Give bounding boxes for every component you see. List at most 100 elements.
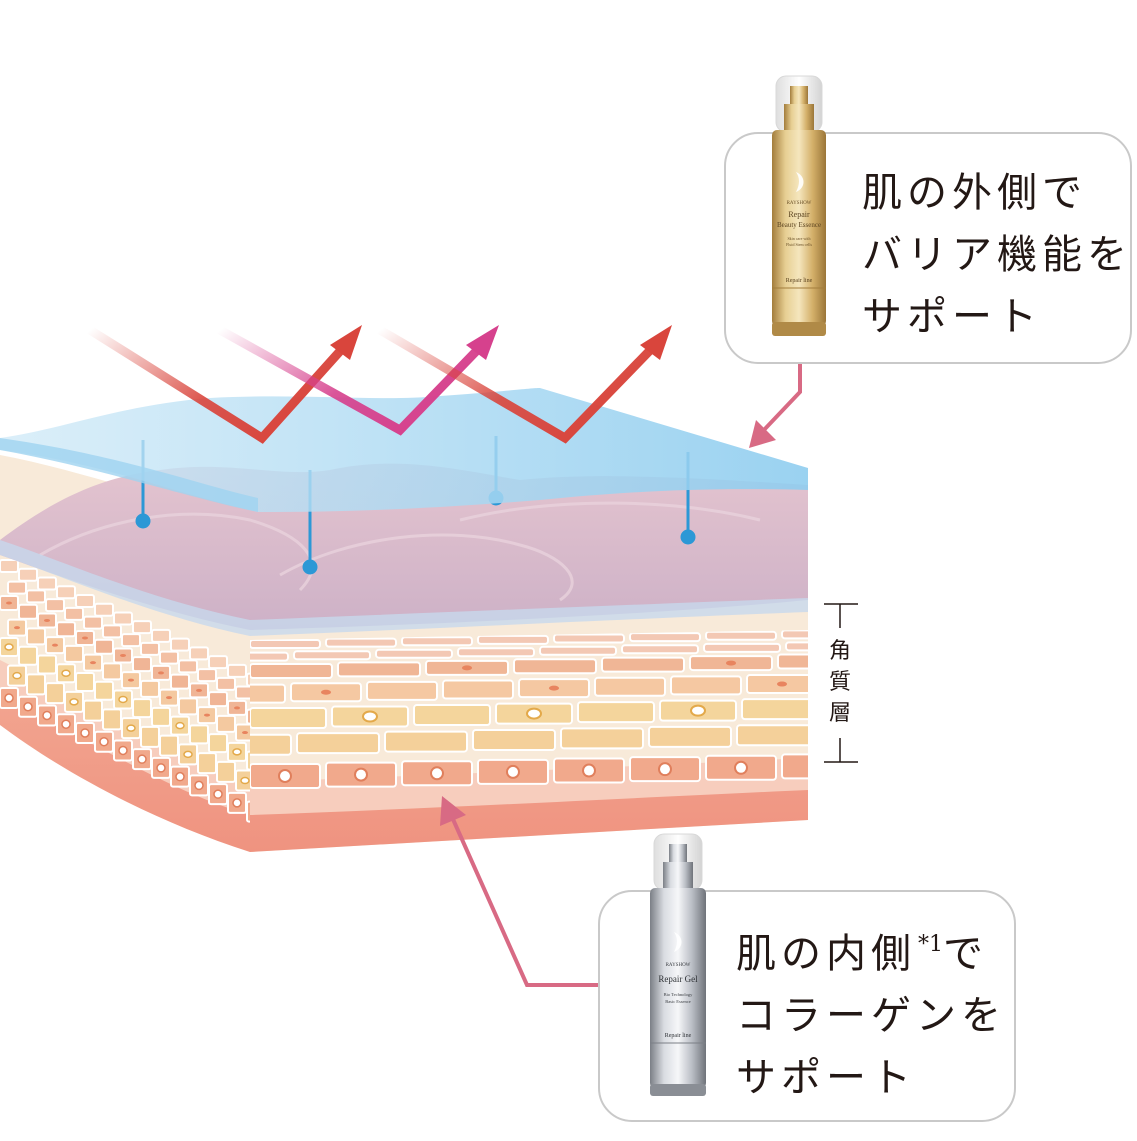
- silver-bottle-brand: RAYSHOW: [666, 963, 691, 968]
- dermis-layer: [0, 690, 808, 852]
- skin-cell: [94, 602, 114, 617]
- footnote-marker: *1: [918, 932, 943, 957]
- skin-cell: [337, 661, 421, 678]
- skin-cell: [621, 644, 699, 655]
- skin-cell: [736, 724, 808, 747]
- skin-cell: [442, 679, 514, 700]
- skin-cell: [102, 708, 122, 731]
- skin-cell: [170, 637, 190, 652]
- skin-cell: [472, 728, 556, 751]
- bottom-line-1-main: 肌の内側: [736, 931, 916, 977]
- skin-cell: [0, 559, 19, 573]
- gold-bottle-brand: RAYSHOW: [787, 201, 812, 206]
- top-callout-line-1: 肌の外側で: [862, 170, 1087, 216]
- skin-cell: [366, 680, 438, 701]
- stratum-corneum-label: 角 質 層: [825, 636, 855, 729]
- stratum-cells-front: [250, 630, 808, 789]
- skin-cell: [629, 632, 701, 643]
- skin-cell: [216, 760, 236, 783]
- skin-cell: [413, 704, 491, 727]
- skin-cell: [477, 634, 549, 645]
- skin-cell: [785, 641, 808, 652]
- skin-cell: [102, 624, 122, 639]
- skin-cell: [648, 725, 732, 748]
- skin-cell: [75, 593, 95, 608]
- skin-cell: [159, 650, 179, 665]
- skin-cell: [741, 698, 808, 721]
- skin-cell: [7, 580, 27, 595]
- skin-cell: [26, 673, 46, 696]
- skin-cell: [401, 636, 473, 647]
- gold-bottle-sub-2: Fluid Stem cells: [786, 242, 812, 247]
- skin-cell: [250, 651, 289, 662]
- gold-bottle-sub-1: Skin care with: [787, 236, 810, 241]
- skin-cell: [151, 706, 171, 727]
- surface-mounds: [0, 463, 808, 636]
- barrier-film: [0, 388, 808, 512]
- skin-cell: [296, 732, 380, 755]
- skin-cell: [246, 750, 250, 771]
- skin-cell: [246, 800, 250, 823]
- skin-cell: [384, 730, 468, 753]
- top-callout-text: 肌の外側で バリア機能を サポート: [862, 162, 1132, 348]
- skin-cell: [56, 621, 76, 638]
- bottom-callout-line-1: 肌の内側*1で: [736, 914, 1006, 985]
- skin-cell: [132, 620, 152, 635]
- skin-cell: [45, 598, 65, 613]
- skin-cell: [208, 691, 228, 708]
- skin-cell: [705, 630, 777, 641]
- silver-bottle-sub-2: Basic Essence: [665, 999, 691, 1004]
- skin-cell: [457, 647, 535, 658]
- skin-cell: [197, 668, 217, 683]
- skin-cell: [37, 576, 57, 591]
- skin-cell: [553, 633, 625, 644]
- layer-label-char-2: 質: [828, 670, 851, 695]
- skin-cell: [64, 606, 84, 621]
- skin-cell: [513, 658, 597, 675]
- skin-cell: [781, 630, 808, 640]
- skin-cell: [83, 615, 103, 630]
- skin-cell: [250, 663, 333, 679]
- skin-cell: [250, 639, 321, 649]
- layer-label-char-3: 層: [828, 701, 851, 726]
- skin-cell: [560, 727, 644, 750]
- skin-cell: [26, 627, 46, 646]
- silver-gel-bottle: RAYSHOW Repair Gel Bio Technology Basic …: [640, 830, 716, 1100]
- skin-cell: [250, 683, 286, 704]
- skin-cell: [75, 671, 95, 692]
- layer-bracket: [824, 603, 858, 763]
- bottom-callout-text: 肌の内側*1で コラーゲンを サポート: [736, 914, 1006, 1109]
- skin-cell: [777, 653, 808, 670]
- skin-cell: [140, 679, 160, 698]
- gold-bottle-name-1: Repair: [788, 210, 810, 219]
- skin-cell: [594, 676, 666, 697]
- bottom-line-1-tail: で: [943, 931, 988, 977]
- silver-bottle-name: Repair Gel: [658, 974, 698, 984]
- silver-bottle-series: Repair line: [665, 1033, 692, 1039]
- bottom-callout-line-2: コラーゲンを: [736, 993, 1006, 1039]
- skin-cell: [703, 642, 781, 653]
- skin-cell: [18, 603, 38, 620]
- skin-cell: [113, 611, 133, 626]
- gold-bottle-name-2: Beauty Essence: [777, 221, 821, 229]
- skin-cell: [151, 628, 171, 643]
- layer-label-char-1: 角: [828, 639, 851, 664]
- skin-cell: [325, 637, 397, 648]
- skin-cell: [189, 646, 209, 661]
- arrow-red-2: [375, 325, 665, 444]
- skin-cell: [250, 707, 327, 729]
- skin-cell: [577, 701, 655, 724]
- skin-cell: [45, 682, 65, 705]
- skin-cell: [94, 638, 114, 655]
- skin-cell: [216, 714, 236, 733]
- stratum-cells-left: [0, 559, 250, 823]
- skin-cell: [227, 663, 247, 678]
- skin-cell: [670, 675, 742, 696]
- skin-cell: [189, 724, 209, 745]
- skin-cell: [37, 654, 57, 675]
- skin-cell: [140, 641, 160, 656]
- skin-cell: [26, 589, 46, 604]
- skin-cell: [132, 698, 152, 719]
